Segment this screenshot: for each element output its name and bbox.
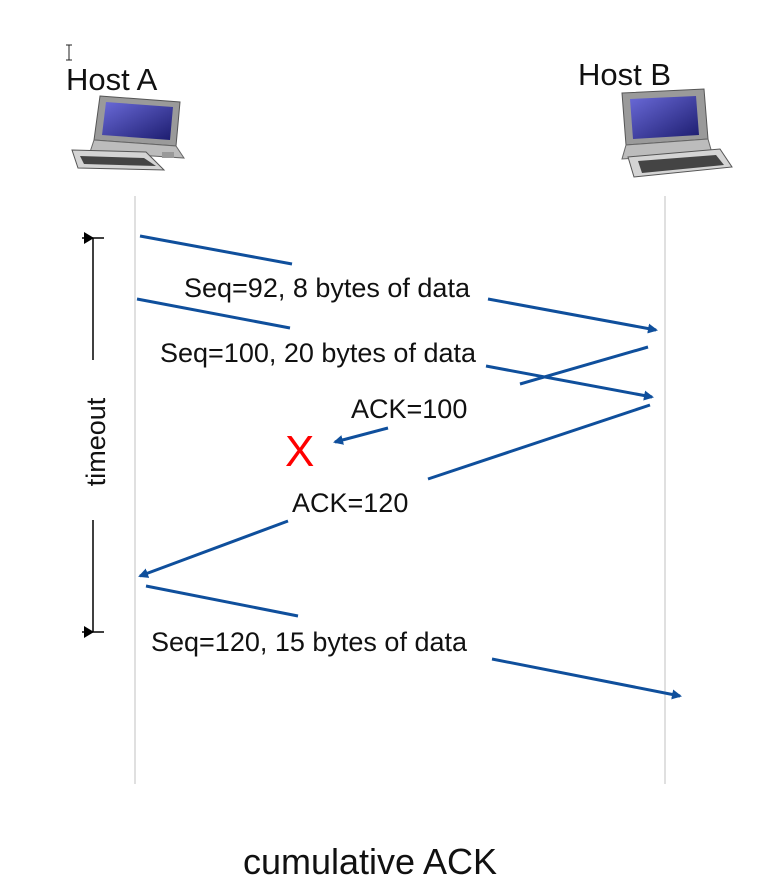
host-a-label: Host A bbox=[66, 62, 158, 97]
segment-seq120-label: Seq=120, 15 bytes of data bbox=[151, 627, 468, 657]
ack120-arrow-start bbox=[427, 403, 651, 481]
ack120-label: ACK=120 bbox=[292, 488, 408, 518]
timeout-label: timeout bbox=[81, 397, 111, 486]
segment-seq92-arrow-start bbox=[139, 234, 293, 266]
segment-seq120-arrow-end bbox=[491, 657, 682, 700]
segment-seq100: Seq=100, 20 bytes of data bbox=[136, 297, 654, 401]
segment-seq92-label: Seq=92, 8 bytes of data bbox=[184, 273, 471, 303]
text-cursor-icon bbox=[66, 44, 72, 61]
segment-seq100-arrow-start bbox=[136, 297, 291, 330]
segment-seq120: Seq=120, 15 bytes of data bbox=[145, 584, 682, 700]
segment-seq92-arrow-end bbox=[487, 297, 658, 334]
ack100-lost: ACK=100 X bbox=[285, 345, 649, 476]
ack100-arrow-start bbox=[519, 345, 649, 386]
ack100-label: ACK=100 bbox=[351, 394, 467, 424]
ack120: ACK=120 bbox=[138, 403, 651, 578]
diagram-caption: cumulative ACK bbox=[243, 841, 497, 882]
ack100-arrow-end bbox=[333, 426, 389, 445]
segment-seq100-arrow-end bbox=[485, 364, 654, 401]
host-b-computer-icon bbox=[621, 88, 733, 178]
packet-loss-marker: X bbox=[285, 427, 314, 476]
segment-seq92: Seq=92, 8 bytes of data bbox=[139, 234, 658, 334]
ack120-arrow-end bbox=[138, 519, 289, 578]
host-a-computer-icon bbox=[71, 95, 185, 171]
segment-seq100-label: Seq=100, 20 bytes of data bbox=[160, 338, 477, 368]
host-b-label: Host B bbox=[578, 57, 671, 92]
segment-seq120-arrow-start bbox=[145, 584, 299, 618]
timeout-timer: timeout bbox=[81, 232, 111, 638]
